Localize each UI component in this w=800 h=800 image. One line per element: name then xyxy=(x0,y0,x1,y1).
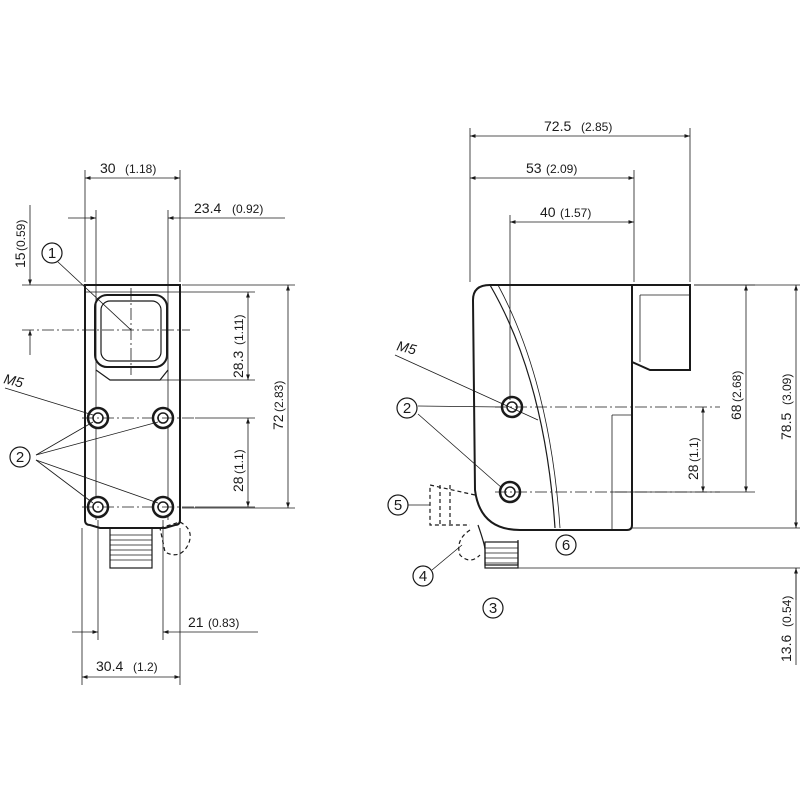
dim-53-sub: (2.09) xyxy=(546,162,577,176)
front-view xyxy=(4,170,295,685)
dim-13-6-main: 13.6 xyxy=(778,635,794,662)
dim-30-sub: (1.18) xyxy=(125,162,156,176)
side-view xyxy=(394,128,800,665)
m5-label-right: M5 xyxy=(395,337,418,357)
side-view-labels: 72.5 (2.85) 53 (2.09) 40 (1.57) 68 (2.68… xyxy=(387,118,794,662)
dim-78-5-main: 78.5 xyxy=(778,413,794,440)
dim-23-4-sub: (0.92) xyxy=(232,202,263,216)
dim-13-6-sub: (0.54) xyxy=(780,596,794,627)
dim-68-sub: (2.68) xyxy=(730,371,744,402)
svg-text:3: 3 xyxy=(489,600,497,617)
dim-78-5-sub: (3.09) xyxy=(780,374,794,405)
callout-1: 1 xyxy=(41,242,63,264)
svg-text:5: 5 xyxy=(394,497,402,514)
dim-15-main: 15 xyxy=(12,252,28,268)
dim-28-sub: (1.1) xyxy=(232,449,246,474)
dim-30-4-main: 30.4 xyxy=(96,658,123,674)
dim-28-3-sub: (1.11) xyxy=(232,315,246,345)
callout-2-left: 2 xyxy=(9,446,31,468)
dim-72-5-sub: (2.85) xyxy=(581,120,612,134)
dim-30-main: 30 xyxy=(100,160,116,176)
dim-72-sub: (2.83) xyxy=(272,381,286,412)
dim-15-sub: (0.59) xyxy=(14,220,28,251)
dim-21-main: 21 xyxy=(188,614,204,630)
dim-40-main: 40 xyxy=(540,204,556,220)
m5-label-left: M5 xyxy=(2,370,25,390)
dim-28-main: 28 xyxy=(230,476,246,492)
svg-text:2: 2 xyxy=(403,400,411,417)
dim-72-5-main: 72.5 xyxy=(544,118,571,134)
svg-text:1: 1 xyxy=(48,245,56,262)
callout-5: 5 xyxy=(387,494,409,516)
callout-3: 3 xyxy=(482,597,504,619)
dim-53-main: 53 xyxy=(526,160,542,176)
callout-4: 4 xyxy=(412,565,434,587)
svg-text:2: 2 xyxy=(16,449,24,466)
dim-40-sub: (1.57) xyxy=(560,206,591,220)
svg-text:6: 6 xyxy=(562,537,570,554)
dim-28-right-sub: (1.1) xyxy=(687,437,701,462)
front-view-labels: 30 (1.18) 23.4 (0.92) 15 (0.59) 28.3 (1.… xyxy=(2,160,286,674)
dim-30-4-sub: (1.2) xyxy=(133,660,158,674)
dim-28-3-main: 28.3 xyxy=(230,351,246,378)
dim-68-main: 68 xyxy=(728,404,744,420)
dim-21-sub: (0.83) xyxy=(208,616,239,630)
dim-23-4-main: 23.4 xyxy=(194,200,221,216)
dim-28-right-main: 28 xyxy=(685,464,701,480)
dim-72-main: 72 xyxy=(270,414,286,430)
callout-6: 6 xyxy=(555,534,577,556)
svg-text:4: 4 xyxy=(419,568,427,585)
callout-2-right: 2 xyxy=(396,397,418,419)
